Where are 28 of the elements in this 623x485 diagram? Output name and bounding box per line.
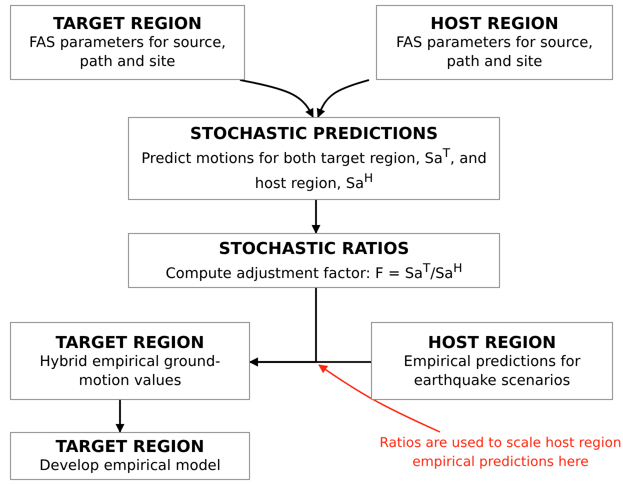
box-text: FAS parameters for source, path and site (395, 34, 594, 72)
arrow (240, 79, 314, 118)
process-box (128, 233, 500, 288)
box-text: Develop empirical model (39, 457, 221, 476)
box-text: Hybrid empirical ground-motion values (38, 352, 222, 390)
box-text: Predict motions for both target region, Sa$^{T}$, and host region, Sa$^{H}$ (140, 145, 488, 194)
arrow (249, 358, 371, 366)
arrow (312, 200, 320, 234)
process-box (10, 322, 250, 400)
box-heading: STOCHASTIC PREDICTIONS (190, 123, 438, 144)
box-text: Empirical predictions for earthquake scenarios (402, 352, 582, 390)
box-heading: STOCHASTIC RATIOS (218, 238, 410, 259)
process-box (376, 5, 613, 80)
leader-line (318, 364, 440, 433)
process-box (10, 432, 250, 480)
process-box (128, 117, 500, 200)
arrow (116, 400, 124, 433)
box-heading: HOST REGION (428, 332, 556, 352)
box-text: FAS parameters for source, path and site (28, 34, 227, 72)
process-box (10, 5, 245, 80)
arrow (316, 79, 370, 118)
annotation-text: Ratios are used to scale host region empirical predictions here (378, 434, 622, 472)
box-heading: TARGET REGION (56, 332, 204, 352)
process-box (371, 322, 613, 400)
box-text: Compute adjustment factor: F = Sa$^{T}$/Sa$^{H}$ (166, 260, 462, 284)
box-heading: HOST REGION (430, 13, 559, 34)
box-heading: TARGET REGION (56, 436, 204, 457)
box-heading: TARGET REGION (53, 13, 202, 34)
